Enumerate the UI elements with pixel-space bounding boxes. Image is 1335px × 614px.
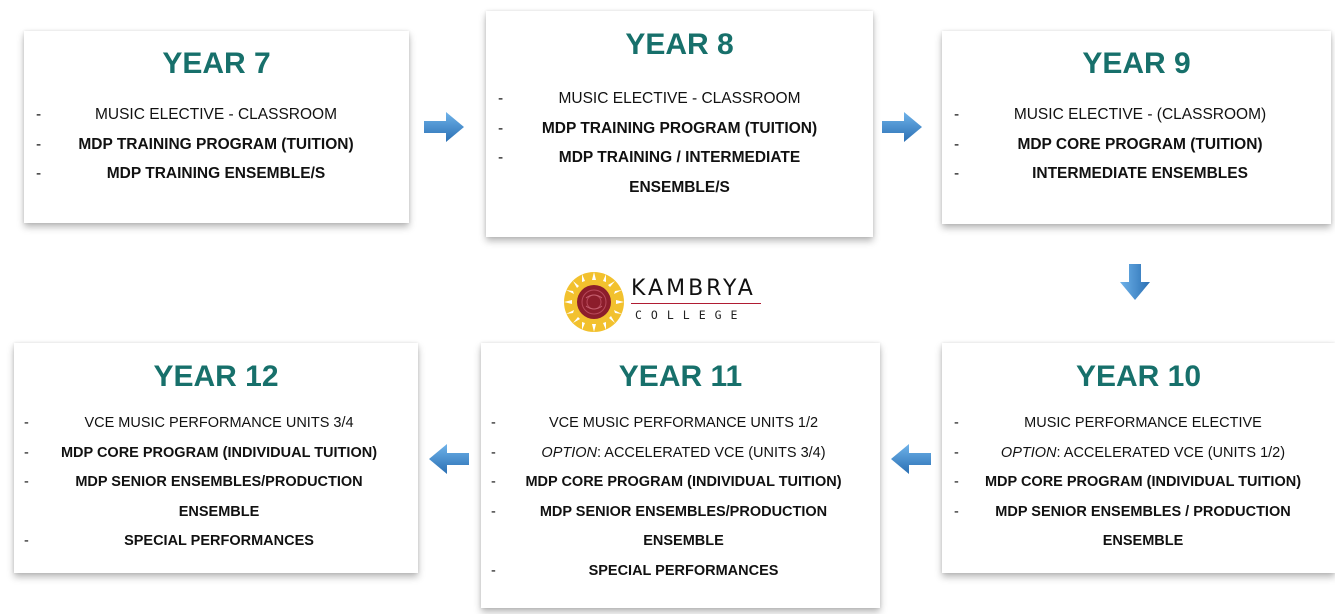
card-year-12: YEAR 12 -VCE MUSIC PERFORMANCE UNITS 3/4… (14, 343, 418, 573)
list-item: -VCE MUSIC PERFORMANCE UNITS 1/2 (491, 415, 819, 431)
card-year-9: YEAR 9 -MUSIC ELECTIVE - (CLASSROOM) -MD… (942, 31, 1331, 224)
card-year-7: YEAR 7 -MUSIC ELECTIVE - CLASSROOM -MDP … (24, 31, 409, 223)
list-item: -MUSIC ELECTIVE - CLASSROOM (36, 106, 337, 123)
card-title: YEAR 10 (1075, 360, 1202, 393)
list-item: -MUSIC ELECTIVE - (CLASSROOM) (954, 106, 1267, 123)
arrow-left-icon (891, 444, 931, 474)
arrow-right-icon (882, 112, 922, 142)
list-item: -MDP TRAINING PROGRAM (TUITION) (36, 135, 354, 153)
arrow-down-icon (1120, 264, 1150, 300)
arrow-right-icon (424, 112, 464, 142)
card-title: YEAR 9 (1082, 47, 1191, 80)
list-item: -OPTION: ACCELERATED VCE (UNITS 3/4) (491, 444, 826, 461)
list-item: -MUSIC ELECTIVE - CLASSROOM (498, 90, 801, 107)
item-list: -MUSIC PERFORMANCE ELECTIVE -OPTION: ACC… (954, 409, 1332, 557)
logo-divider (631, 303, 761, 304)
item-list: -VCE MUSIC PERFORMANCE UNITS 1/2 -OPTION… (491, 409, 876, 586)
card-title: YEAR 8 (625, 28, 734, 61)
list-item: -MDP TRAINING ENSEMBLE/S (36, 165, 326, 182)
item-list: -MUSIC ELECTIVE - CLASSROOM -MDP TRAININ… (498, 84, 861, 202)
list-item: -SPECIAL PERFORMANCES (24, 533, 314, 549)
list-item: -MUSIC PERFORMANCE ELECTIVE (954, 415, 1262, 431)
item-list: -MUSIC ELECTIVE - CLASSROOM -MDP TRAININ… (36, 100, 396, 189)
kambrya-college-logo: KAMBRYA COLLEGE (562, 268, 772, 338)
list-item: -VCE MUSIC PERFORMANCE UNITS 3/4 (24, 415, 354, 431)
list-item: -MDP TRAINING PROGRAM (TUITION) (498, 119, 818, 137)
logo-subtitle: COLLEGE (635, 308, 747, 322)
list-item: -MDP CORE PROGRAM (INDIVIDUAL TUITION) (24, 444, 378, 461)
card-year-11: YEAR 11 -VCE MUSIC PERFORMANCE UNITS 1/2… (481, 343, 880, 608)
list-item: -OPTION: ACCELERATED VCE (UNITS 1/2) (954, 444, 1286, 461)
card-title: YEAR 7 (162, 47, 271, 80)
item-list: -MUSIC ELECTIVE - (CLASSROOM) -MDP CORE … (954, 100, 1326, 189)
list-item: -MDP CORE PROGRAM (INDIVIDUAL TUITION) (491, 474, 842, 490)
card-year-8: YEAR 8 -MUSIC ELECTIVE - CLASSROOM -MDP … (486, 11, 873, 237)
list-item: -SPECIAL PERFORMANCES (491, 562, 779, 579)
list-item: -INTERMEDIATE ENSEMBLES (954, 165, 1248, 182)
list-item: -MDP CORE PROGRAM (INDIVIDUAL TUITION) (954, 474, 1302, 490)
list-item: -MDP SENIOR ENSEMBLES/PRODUCTION ENSEMBL… (24, 474, 363, 520)
list-item: -MDP TRAINING / INTERMEDIATE ENSEMBLE/S (498, 149, 801, 196)
card-year-10: YEAR 10 -MUSIC PERFORMANCE ELECTIVE -OPT… (942, 343, 1335, 573)
item-list: -VCE MUSIC PERFORMANCE UNITS 3/4 -MDP CO… (24, 409, 414, 557)
arrow-left-icon (429, 444, 469, 474)
card-title: YEAR 11 (618, 360, 743, 393)
list-item: -MDP SENIOR ENSEMBLES/PRODUCTION ENSEMBL… (491, 503, 828, 550)
card-title: YEAR 12 (153, 360, 279, 393)
list-item: -MDP SENIOR ENSEMBLES / PRODUCTION ENSEM… (954, 503, 1291, 550)
list-item: -MDP CORE PROGRAM (TUITION) (954, 135, 1263, 153)
logo-name: KAMBRYA (631, 276, 756, 301)
kambrya-emblem-icon (564, 272, 624, 332)
